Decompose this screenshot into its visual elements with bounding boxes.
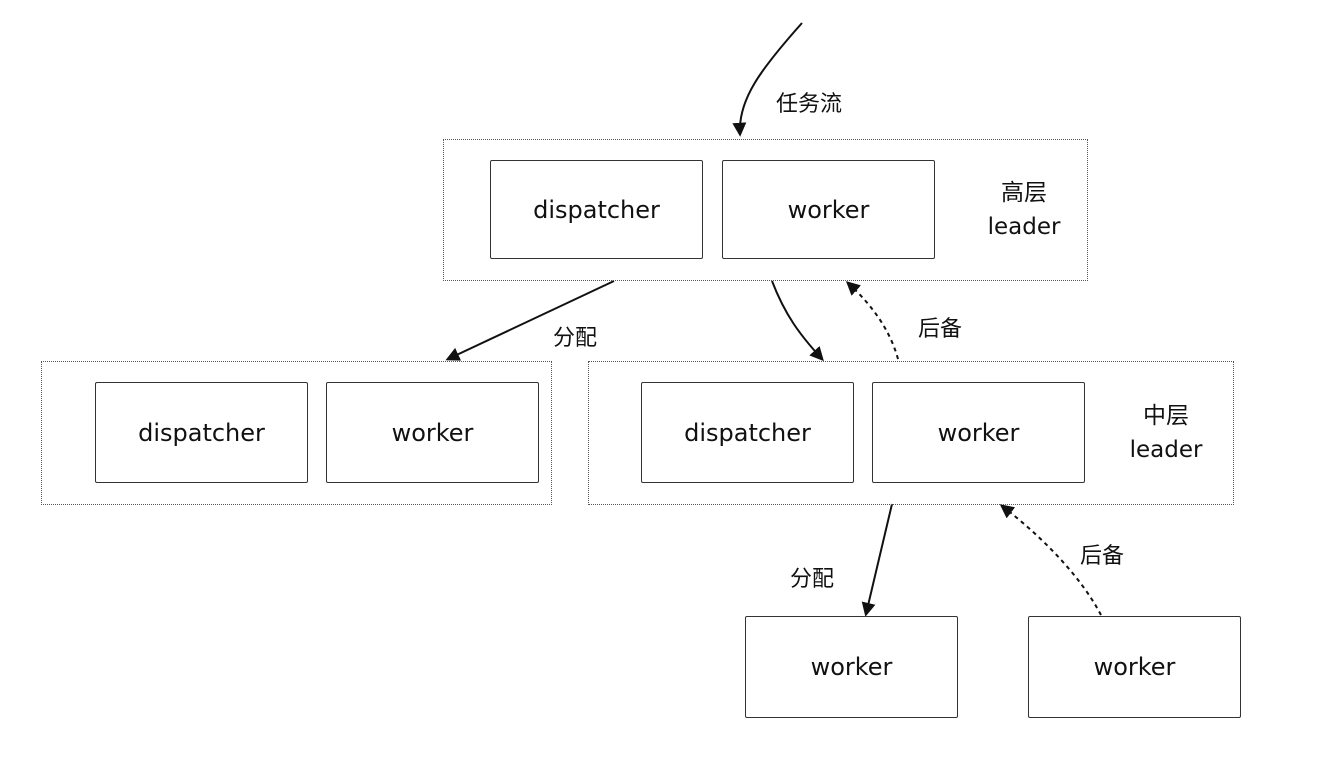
- left-worker-node: worker: [326, 382, 539, 483]
- mid-leader-group: [588, 361, 1234, 505]
- assign-bottom-arrow: [861, 503, 893, 617]
- mid-worker-node: worker: [872, 382, 1085, 483]
- assign-top-label: 分配: [553, 326, 598, 351]
- backup-top-arrow: [845, 281, 899, 360]
- bottom-left-worker-node: worker: [745, 616, 958, 718]
- mid-tier-line1: 中层: [1143, 403, 1189, 429]
- top-worker-node: worker: [722, 160, 935, 259]
- left-worker-label: worker: [391, 418, 474, 447]
- bottom-left-worker-label: worker: [810, 653, 893, 681]
- mid-dispatcher-label: dispatcher: [684, 418, 811, 447]
- mid-dispatcher-node: dispatcher: [641, 382, 854, 483]
- bottom-right-worker-node: worker: [1028, 616, 1241, 718]
- top-leader-group: [443, 139, 1088, 281]
- mid-tier-line2: leader: [1129, 437, 1203, 463]
- left-dispatcher-label: dispatcher: [138, 418, 265, 447]
- top-dispatcher-label: dispatcher: [533, 195, 660, 224]
- backup-bottom-label: 后备: [1080, 544, 1125, 569]
- left-dispatcher-node: dispatcher: [95, 382, 308, 483]
- top-tier-label: 高层 leader: [972, 176, 1076, 244]
- top-tier-line1: 高层: [1001, 180, 1047, 206]
- top-worker-label: worker: [787, 195, 870, 224]
- assign-bottom-label: 分配: [790, 567, 835, 592]
- top-dispatcher-node: dispatcher: [490, 160, 703, 259]
- task-flow-label: 任务流: [776, 92, 843, 117]
- top-to-mid-arrow: [771, 280, 824, 362]
- mid-worker-label: worker: [937, 418, 1020, 447]
- left-leader-group: [41, 361, 552, 505]
- backup-top-label: 后备: [918, 317, 963, 342]
- bottom-right-worker-label: worker: [1093, 653, 1176, 681]
- top-tier-line2: leader: [987, 214, 1061, 240]
- mid-tier-label: 中层 leader: [1114, 399, 1218, 467]
